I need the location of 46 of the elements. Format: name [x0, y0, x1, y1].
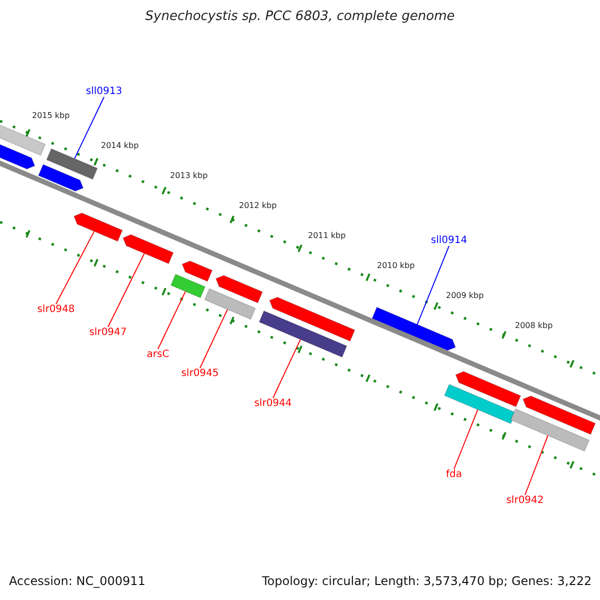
- gene-label: sll0914: [430, 235, 468, 246]
- gene-label: slr0945: [181, 368, 219, 379]
- gene-label: slr0948: [37, 304, 75, 315]
- topology-text: Topology: circular; Length: 3,573,470 bp; Genes: 3,222: [262, 575, 592, 588]
- scale-label: 2011 kbp: [308, 232, 346, 241]
- gene-label: sll0913: [86, 86, 122, 97]
- leader-line: [56, 230, 95, 304]
- scale-label: 2015 kbp: [32, 112, 70, 121]
- leader-line: [416, 246, 450, 325]
- gene-feature: [522, 395, 596, 436]
- gene-feature: [372, 306, 456, 351]
- leader-line: [74, 96, 104, 160]
- scale-label: 2012 kbp: [239, 202, 277, 211]
- leader-line: [158, 290, 186, 350]
- leader-line: [200, 308, 228, 368]
- gene-label: slr0944: [254, 398, 292, 409]
- scale-label: 2013 kbp: [170, 172, 208, 181]
- gene-label: slr0942: [506, 495, 544, 506]
- gene-block: [444, 384, 516, 424]
- gene-block: [46, 148, 98, 180]
- gene-block: [170, 274, 206, 298]
- gene-feature: [0, 142, 36, 170]
- leader-line: [524, 435, 548, 496]
- gene-feature: [122, 234, 174, 264]
- gene-feature: [455, 371, 522, 408]
- gene-feature: [38, 164, 84, 192]
- gene-feature: [268, 296, 356, 342]
- gene-feature: [182, 260, 213, 282]
- leader-line: [108, 252, 145, 328]
- scale-label: 2008 kbp: [515, 322, 553, 331]
- scale-label: 2014 kbp: [101, 142, 139, 151]
- leader-line: [454, 409, 478, 470]
- accession-text: Accession: NC_000911: [9, 575, 146, 588]
- gene-block: [204, 288, 256, 320]
- gene-block: [258, 310, 348, 358]
- leader-line: [272, 338, 301, 398]
- scale-label: 2009 kbp: [446, 292, 484, 301]
- scale-label: 2010 kbp: [377, 262, 415, 271]
- gene-label: fda: [446, 469, 462, 480]
- gene-block: [510, 408, 590, 452]
- gene-feature: [215, 274, 264, 304]
- title: Synechocystis sp. PCC 6803, complete genome: [145, 10, 455, 24]
- gene-label: arsC: [146, 349, 170, 360]
- gene-feature: [73, 212, 124, 242]
- gene-label: slr0947: [89, 327, 127, 338]
- gene-block: [0, 124, 46, 156]
